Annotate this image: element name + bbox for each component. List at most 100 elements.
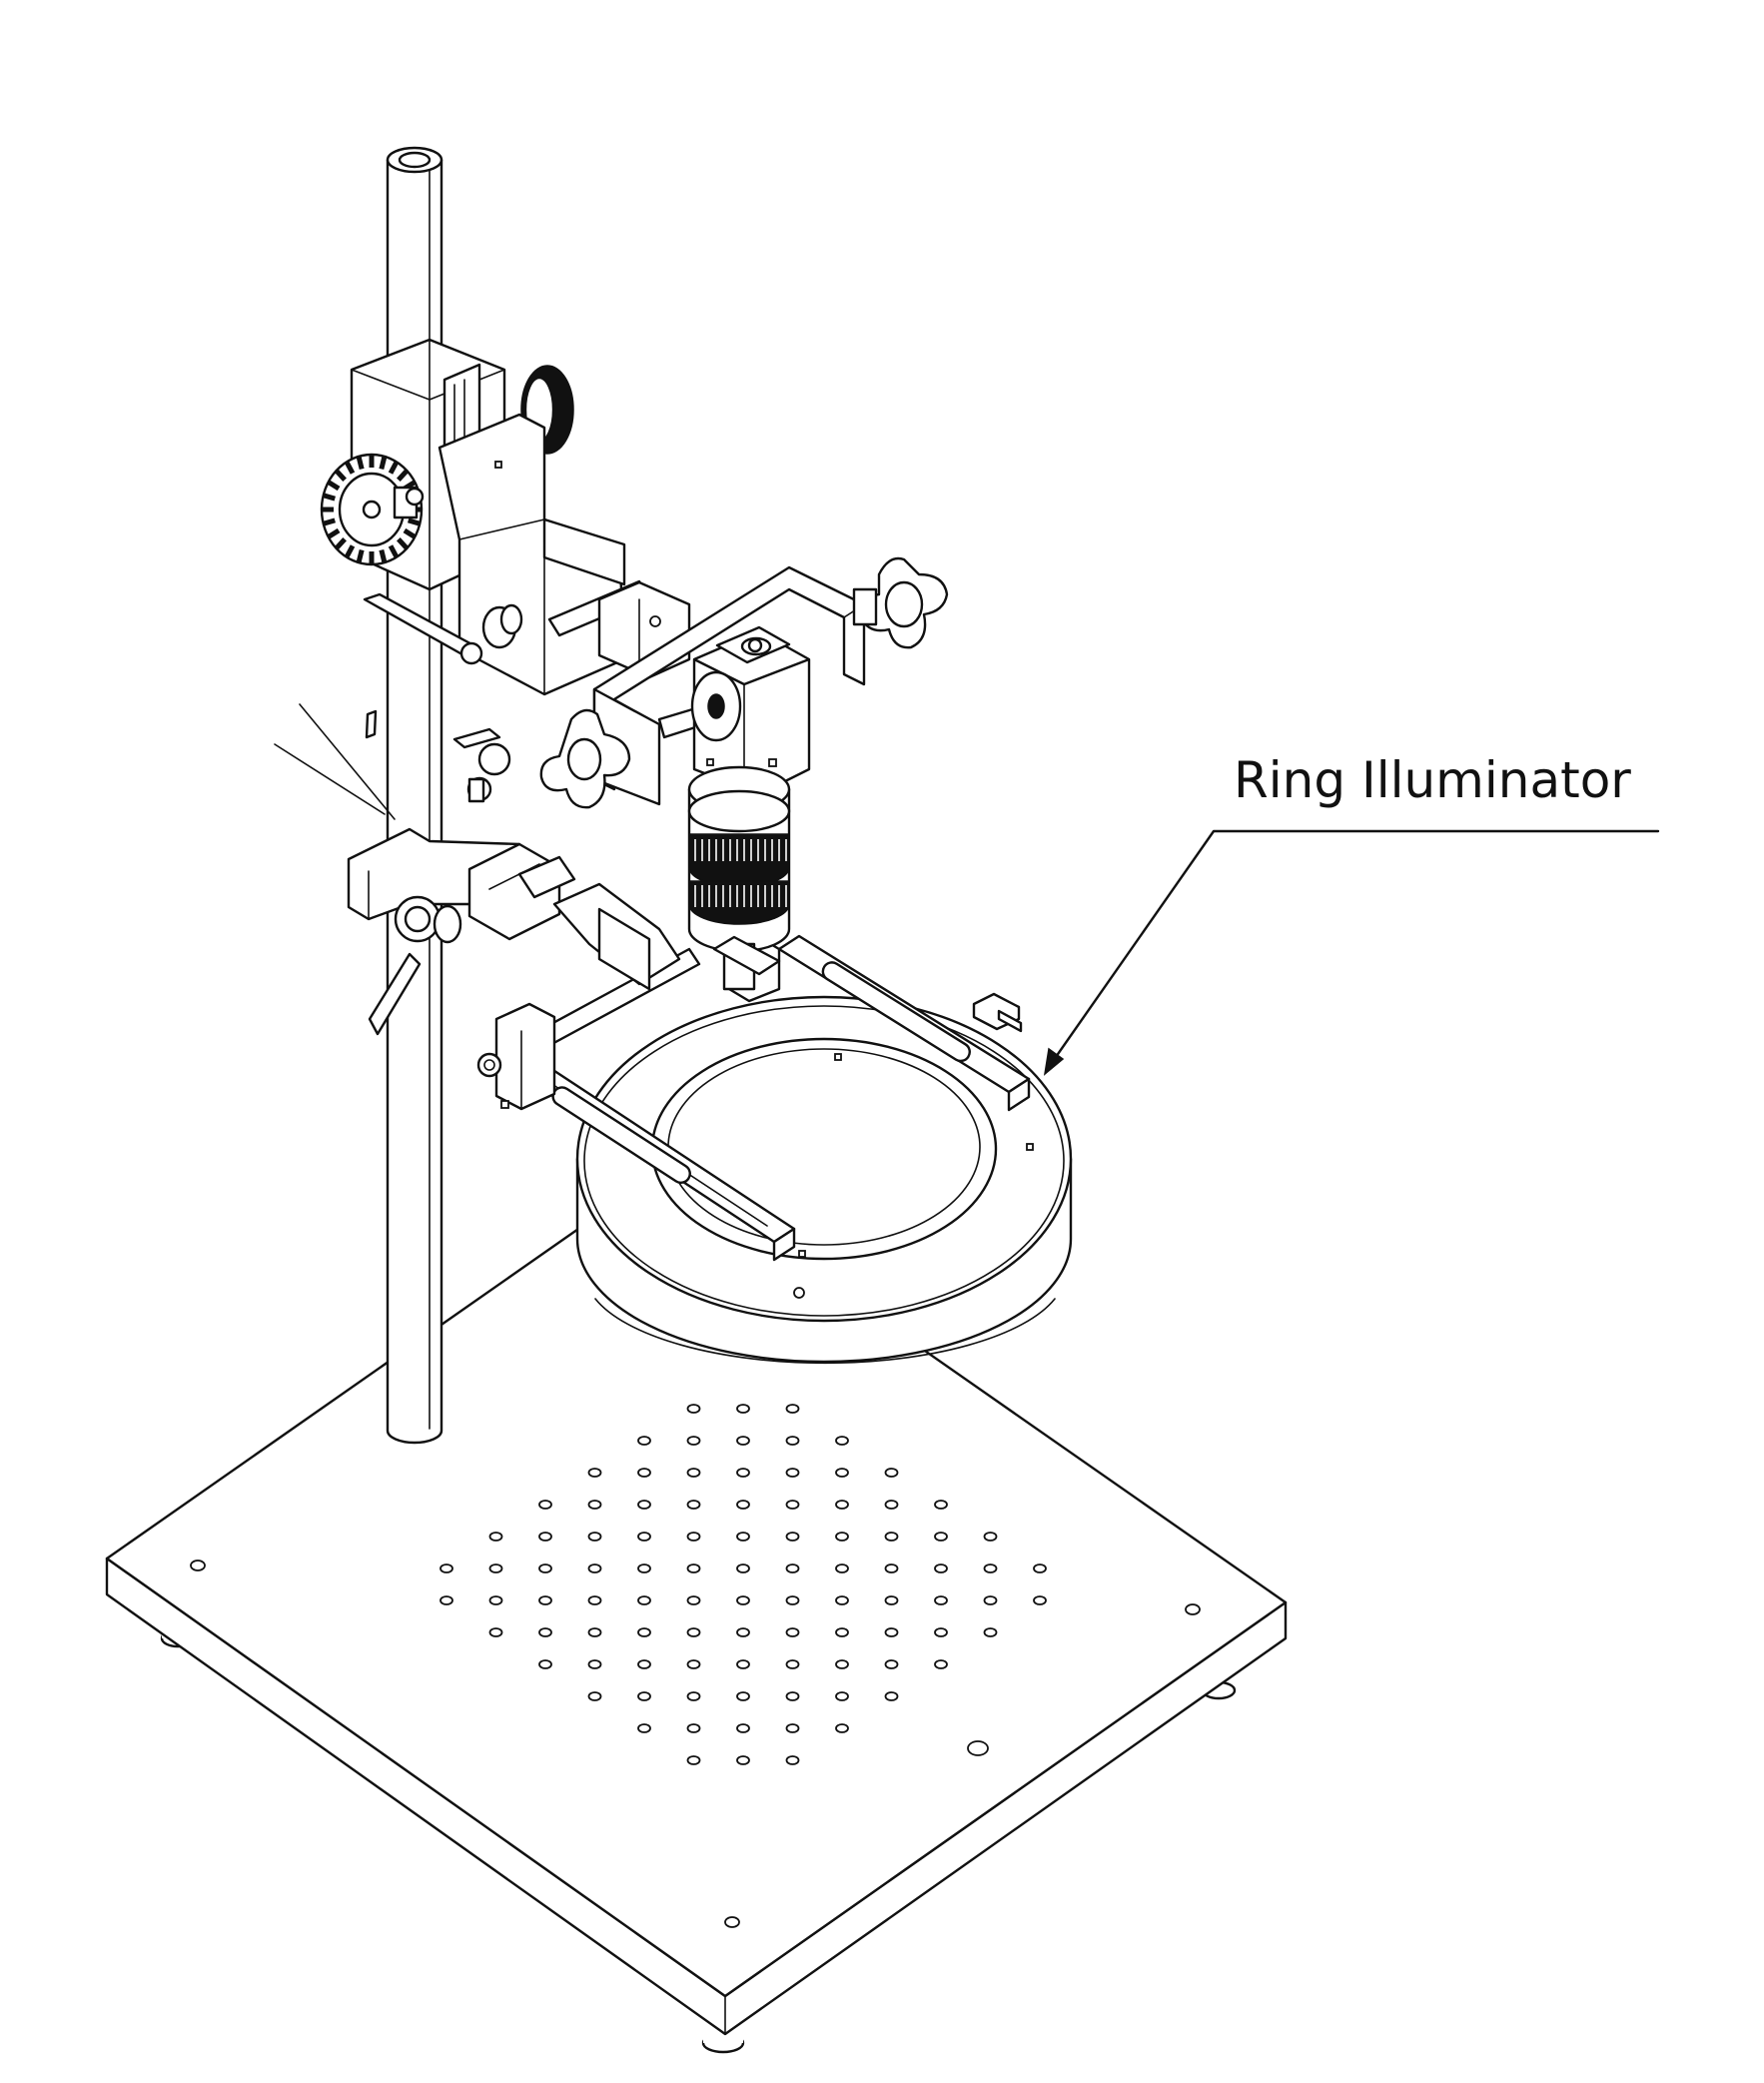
plate-hole [785, 1723, 800, 1733]
plate-hole [884, 1563, 899, 1573]
knob-ridge [388, 461, 400, 475]
plate-hole [736, 1436, 750, 1446]
plate-hole [686, 1404, 701, 1414]
focus-block [320, 338, 626, 696]
plate-hole [686, 1532, 701, 1542]
plate-hole [934, 1659, 948, 1669]
plate-hole [587, 1627, 602, 1637]
plate-hole [835, 1723, 849, 1733]
plate-hole [785, 1627, 800, 1637]
plate-hole [538, 1563, 552, 1573]
plate-hole [637, 1468, 651, 1478]
plate-hole [686, 1691, 701, 1701]
plate-hole [983, 1532, 998, 1542]
plate-hole [884, 1659, 899, 1669]
plate-hole [835, 1436, 849, 1446]
plate-hole [686, 1595, 701, 1605]
plate-hole [736, 1563, 750, 1573]
plate-hole [637, 1532, 651, 1542]
ring-illuminator-callout: Ring Illuminator [1043, 751, 1660, 1076]
plate-hole [736, 1755, 750, 1765]
plate-hole [587, 1468, 602, 1478]
plate-hole [934, 1563, 948, 1573]
knob-ridge [327, 480, 341, 492]
plate-hole [637, 1627, 651, 1637]
plate-hole [736, 1468, 750, 1478]
plate-hole [538, 1500, 552, 1510]
plate-hole [785, 1563, 800, 1573]
knob-ridge [334, 537, 347, 550]
knob-ridge [379, 456, 388, 471]
ring-illuminator [575, 992, 1073, 1365]
plate-hole [785, 1532, 800, 1542]
plate-hole [983, 1595, 998, 1605]
plate-hole [785, 1595, 800, 1605]
plate-hole [637, 1691, 651, 1701]
knob-ridge [388, 544, 400, 558]
plate-hole [587, 1563, 602, 1573]
plate-hole [686, 1627, 701, 1637]
plate-hole [587, 1595, 602, 1605]
plate-hole [785, 1436, 800, 1446]
plate-hole [835, 1659, 849, 1669]
plate-hole [1033, 1595, 1047, 1605]
plate-hole [736, 1404, 750, 1414]
plate-hole [884, 1500, 899, 1510]
plate-hole [587, 1659, 602, 1669]
plate-hole [884, 1627, 899, 1637]
plate-hole [440, 1595, 453, 1605]
plate-hole [587, 1532, 602, 1542]
plate-hole [884, 1595, 899, 1605]
plate-hole [785, 1659, 800, 1669]
plate-hole [835, 1691, 849, 1701]
plate-hole [934, 1627, 948, 1637]
plate-hole [686, 1500, 701, 1510]
plate-hole [637, 1500, 651, 1510]
plate-hole [983, 1563, 998, 1573]
plate-hole [488, 1532, 503, 1542]
plate-hole [835, 1532, 849, 1542]
plate-hole [785, 1500, 800, 1510]
knob-ridge [344, 544, 356, 558]
plate-hole [835, 1468, 849, 1478]
plate-hole [637, 1563, 651, 1573]
plate-hole [884, 1468, 899, 1478]
plate-hole [884, 1532, 899, 1542]
lower-clamp [274, 703, 681, 1036]
knob-ridge [356, 456, 365, 471]
plate-hole [587, 1500, 602, 1510]
knob-ridge [323, 518, 336, 526]
knob-ridge [344, 461, 356, 475]
plate-hole [488, 1563, 503, 1573]
knob-ridge [408, 518, 421, 526]
plate-hole [884, 1691, 899, 1701]
camera-assembly [539, 556, 949, 991]
plate-hole [686, 1755, 701, 1765]
plate-hole [736, 1691, 750, 1701]
plate-hole [686, 1563, 701, 1573]
hole-grid [440, 1404, 1047, 1765]
plate-hole [785, 1404, 800, 1414]
plate-hole [440, 1563, 453, 1573]
plate-hole [934, 1500, 948, 1510]
plate-hole [934, 1595, 948, 1605]
knob-ridge [327, 527, 341, 539]
plate-hole [934, 1532, 948, 1542]
plate-hole [835, 1563, 849, 1573]
plate-hole [835, 1627, 849, 1637]
knob-ridge [403, 527, 417, 539]
plate-hole [785, 1691, 800, 1701]
plate-hole [538, 1532, 552, 1542]
plate-hole [587, 1691, 602, 1701]
plate-hole [736, 1659, 750, 1669]
plate-hole [736, 1500, 750, 1510]
plate-hole [736, 1723, 750, 1733]
plate-hole [835, 1500, 849, 1510]
plate-hole [538, 1595, 552, 1605]
plate-hole [835, 1595, 849, 1605]
plate-hole [785, 1755, 800, 1765]
knob-ridge [356, 548, 365, 563]
plate-hole [736, 1627, 750, 1637]
plate-hole [686, 1659, 701, 1669]
